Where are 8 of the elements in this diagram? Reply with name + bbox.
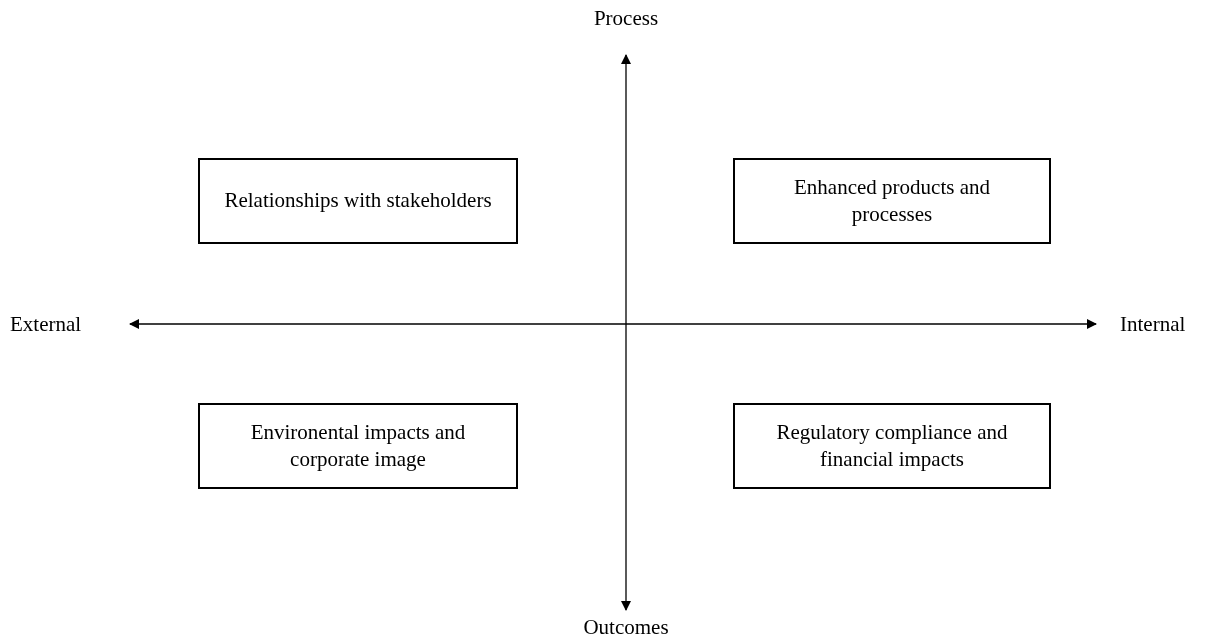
axis-label: Internal xyxy=(1120,314,1186,335)
axis-label: Process xyxy=(593,8,659,29)
quadrant-box: Environental impacts and corporate image xyxy=(198,403,518,489)
quadrant-box: Enhanced products and processes xyxy=(733,158,1051,244)
quadrant-box: Relationships with stakeholders xyxy=(198,158,518,244)
quadrant-box: Regulatory compliance and financial impacts xyxy=(733,403,1051,489)
axis-label: Outcomes xyxy=(583,617,669,638)
axis-label: External xyxy=(10,314,82,335)
